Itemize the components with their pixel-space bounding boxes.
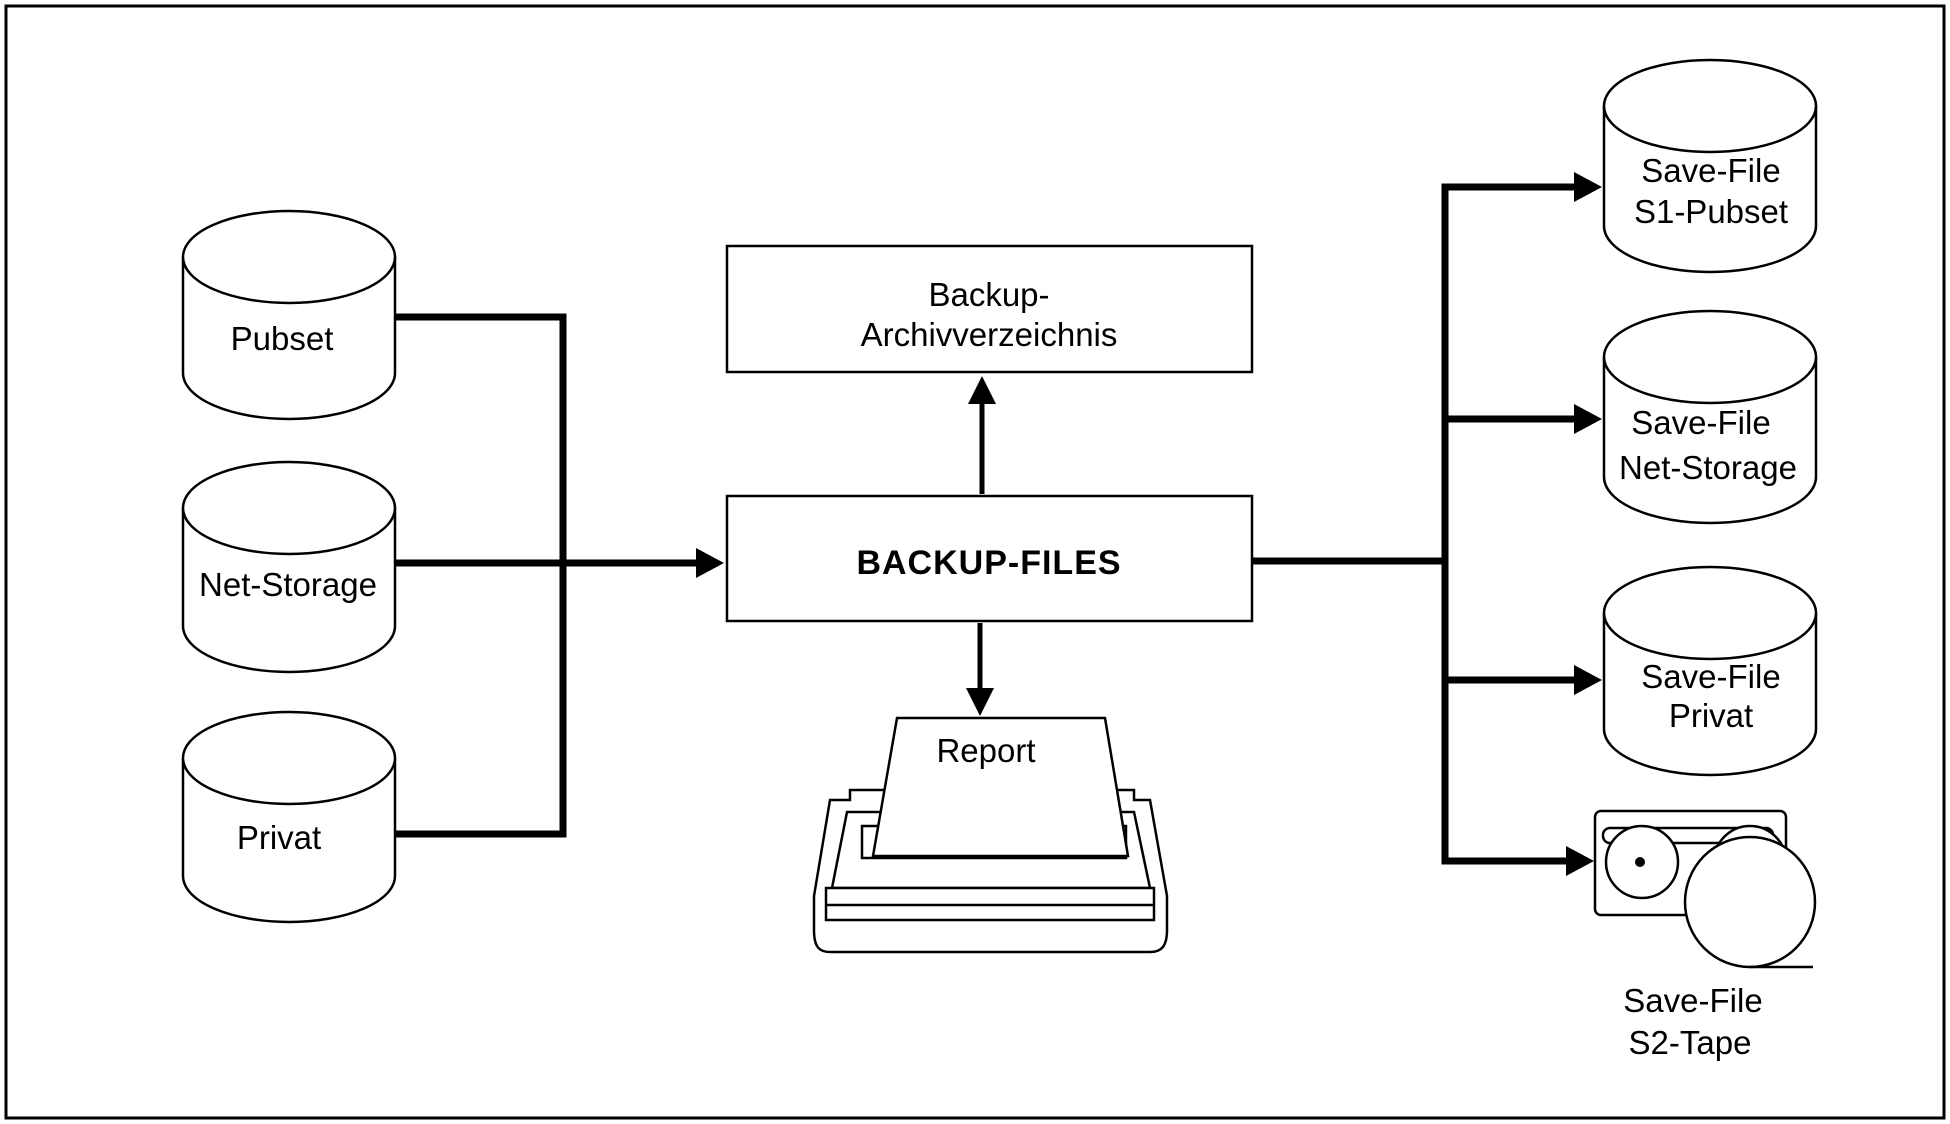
source-pubset-label: Pubset	[231, 320, 334, 357]
target-privat-label-line2: Privat	[1669, 697, 1753, 734]
arrow-to-archive-head	[968, 376, 996, 404]
arrow-to-privat	[1574, 665, 1602, 695]
report-label: Report	[936, 732, 1035, 769]
target-net-storage-cylinder: Save-File Net-Storage	[1602, 309, 1818, 525]
source-net-storage-label: Net-Storage	[199, 566, 377, 603]
report-sheet: Report	[871, 716, 1130, 858]
source-privat-cylinder: Privat	[181, 710, 397, 924]
source-privat-label: Privat	[237, 819, 321, 856]
target-connectors	[1252, 172, 1602, 876]
target-s2-tape-label-line2: S2-Tape	[1629, 1024, 1752, 1061]
source-pubset-cylinder: Pubset	[181, 209, 397, 421]
arrow-to-s1-pubset	[1574, 172, 1602, 202]
tape-cartridge-icon	[1593, 809, 1817, 969]
target-s1-pubset-label-line1: Save-File	[1641, 152, 1780, 189]
backup-files-label: BACKUP-FILES	[856, 544, 1121, 582]
backup-files-box: BACKUP-FILES	[725, 494, 1254, 623]
archive-label-line1: Backup-	[928, 276, 1049, 313]
target-privat-cylinder: Save-File Privat	[1602, 565, 1818, 777]
target-s2-tape-label-line1: Save-File	[1623, 982, 1762, 1019]
target-net-storage-label-line1: Save-File	[1631, 404, 1770, 441]
arrow-to-net-storage	[1574, 404, 1602, 434]
arrow-to-s2-tape	[1566, 846, 1594, 876]
archive-label-line2: Archivverzeichnis	[861, 316, 1118, 353]
arrow-to-backup-files	[696, 548, 724, 578]
source-net-storage-cylinder: Net-Storage	[181, 460, 397, 674]
target-privat-label-line1: Save-File	[1641, 658, 1780, 695]
target-net-storage-label-line2: Net-Storage	[1619, 449, 1797, 486]
source-connectors	[395, 313, 724, 838]
arrow-to-report-head	[966, 688, 994, 716]
target-s1-pubset-label-line2: S1-Pubset	[1634, 193, 1788, 230]
archive-directory-box: Backup- Archivverzeichnis	[725, 244, 1254, 374]
target-s1-pubset-cylinder: Save-File S1-Pubset	[1602, 58, 1818, 274]
